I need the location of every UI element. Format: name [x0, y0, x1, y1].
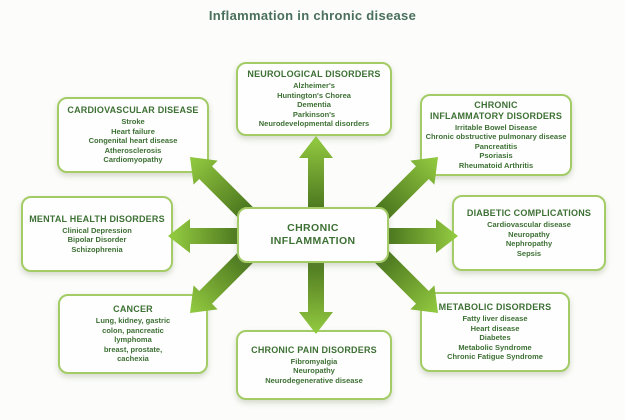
arrow-down-icon — [299, 258, 333, 334]
node-title: METABOLIC DISORDERS — [438, 302, 552, 313]
node-title: CHRONIC INFLAMMATORY DISORDERS — [429, 99, 563, 121]
arrow-right-icon — [382, 219, 458, 253]
node-title: NEUROLOGICAL DISORDERS — [247, 69, 381, 80]
node-diabetic-complications: DIABETIC COMPLICATIONS Cardiovascular di… — [452, 195, 606, 271]
node-chronic-inflammatory-disorders: CHRONIC INFLAMMATORY DISORDERS Irritable… — [420, 94, 572, 176]
diagram-title: Inflammation in chronic disease — [208, 8, 417, 23]
node-mental-health-disorders: MENTAL HEALTH DISORDERS Clinical Depress… — [21, 196, 173, 272]
node-title: DIABETIC COMPLICATIONS — [466, 208, 592, 218]
node-chronic-inflammation: CHRONIC INFLAMMATION — [237, 207, 389, 263]
arrow-left-icon — [168, 219, 244, 253]
center-label: CHRONIC INFLAMMATION — [270, 221, 356, 248]
node-title: CARDIOVASCULAR DISEASE — [67, 105, 199, 116]
node-title: MENTAL HEALTH DISORDERS — [29, 213, 165, 224]
arrow-up-icon — [299, 136, 333, 212]
node-title: CANCER — [113, 304, 153, 315]
node-title: CHRONIC PAIN DISORDERS — [251, 344, 377, 355]
